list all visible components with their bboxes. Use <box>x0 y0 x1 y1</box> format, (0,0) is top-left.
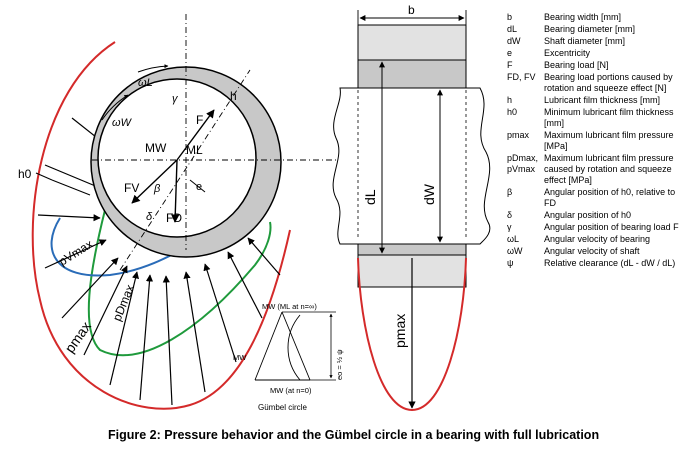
gumbel-label-side: eo = ½ ψ <box>335 349 344 380</box>
longitudinal-section: b dL dW pmax <box>332 3 491 412</box>
label-gamma: γ <box>172 93 179 105</box>
legend-symbol: dL <box>507 24 518 34</box>
legend-description: Angular position of h0, relative to FD <box>544 187 676 208</box>
legend-item: h Lubricant film thickness [mm] <box>507 95 685 106</box>
label-omega-w: ωW <box>112 117 133 129</box>
figure-caption: Figure 2: Pressure behavior and the Gümb… <box>108 428 600 442</box>
label-mw: MW <box>145 141 167 155</box>
axial-pressure-curve <box>357 257 467 412</box>
legend-item: ψ Relative clearance (dL - dW / dL) <box>507 258 685 269</box>
label-f: F <box>196 113 203 127</box>
legend-description: Bearing diameter [mm] <box>544 24 636 34</box>
legend-description: Relative clearance (dL - dW / dL) <box>544 258 676 268</box>
legend-item: ωW Angular velocity of shaft <box>507 246 685 257</box>
label-pvmax: pVmax <box>56 237 95 269</box>
label-fv: FV <box>124 181 139 195</box>
legend-symbol: ψ <box>507 258 514 268</box>
legend-item: b Bearing width [mm] <box>507 12 685 23</box>
legend-symbol: h <box>507 95 513 105</box>
legend-description: Bearing load portions caused by rotation… <box>544 72 673 93</box>
label-beta: β <box>153 183 161 195</box>
legend-description: Lubricant film thickness [mm] <box>544 95 661 105</box>
label-dl: dL <box>362 189 378 205</box>
legend-symbol: FD, FV <box>507 72 536 82</box>
legend-symbol: b <box>507 12 513 22</box>
legend-symbol: h0 <box>507 107 518 117</box>
legend-symbol: pmax <box>507 130 530 140</box>
label-pmax-right: pmax <box>392 314 408 348</box>
legend-item: γ Angular position of bearing load F <box>507 222 685 233</box>
legend-item: δ Angular position of h0 <box>507 210 685 221</box>
gumbel-title: Gümbel circle <box>258 403 307 412</box>
label-dw: dW <box>421 183 437 205</box>
legend-description: Angular position of bearing load F <box>544 222 679 232</box>
legend-item: dW Shaft diameter [mm] <box>507 36 685 47</box>
legend-description: Angular velocity of shaft <box>544 246 640 256</box>
bearing-cross-section: ωL h γ ωW F MW ML h0 FV β e δ FD pVmax p… <box>18 14 345 410</box>
label-h0: h0 <box>18 167 32 181</box>
gumbel-label-top: MW (ML at n=∞) <box>262 302 317 311</box>
label-ml: ML <box>186 143 203 157</box>
gumbel-label-bottom: MW (at n=0) <box>270 386 312 395</box>
label-omega-l: ωL <box>138 77 153 89</box>
legend-description: Angular velocity of bearing <box>544 234 651 244</box>
legend-description: Shaft diameter [mm] <box>544 36 626 46</box>
label-delta: δ <box>146 211 153 223</box>
pmax-pressure-curve <box>31 41 291 410</box>
legend-symbol: ωW <box>507 246 523 256</box>
label-fd: FD <box>166 211 182 225</box>
legend-description: Minimum lubricant film thickness [mm] <box>544 107 674 128</box>
label-e: e <box>196 181 202 193</box>
legend-description: Maximum lubricant film pressure caused b… <box>544 153 674 185</box>
pressure-arrows <box>37 117 281 406</box>
legend-symbol: pDmax, pVmax <box>507 153 539 174</box>
legend-item: F Bearing load [N] <box>507 60 685 71</box>
legend-symbol: γ <box>507 222 512 232</box>
label-pdmax: pDmax <box>110 283 137 323</box>
legend-symbol: δ <box>507 210 513 220</box>
shaft-section <box>332 87 491 245</box>
legend-symbol: F <box>507 60 513 70</box>
legend-description: Maximum lubricant film pressure [MPa] <box>544 130 674 151</box>
pdmax-pressure-curve <box>87 209 272 357</box>
symbol-legend: b Bearing width [mm] dL Bearing diameter [… <box>507 12 685 270</box>
legend-item: FD, FV Bearing load portions caused by ro… <box>507 72 685 94</box>
gumbel-label-left: MW <box>233 353 247 362</box>
legend-symbol: dW <box>507 36 521 46</box>
legend-symbol: e <box>507 48 513 58</box>
gumbel-circle: MW (ML at n=∞) MW MW (at n=0) eo = ½ ψ G… <box>233 302 344 412</box>
label-b: b <box>408 3 415 17</box>
legend-item: h0 Minimum lubricant film thickness [mm] <box>507 107 685 129</box>
legend-item: β Angular position of h0, relative to FD <box>507 187 685 209</box>
legend-description: Bearing width [mm] <box>544 12 622 22</box>
legend-item: ωL Angular velocity of bearing <box>507 234 685 245</box>
legend-item: e Excentricity <box>507 48 685 59</box>
legend-description: Excentricity <box>544 48 591 58</box>
legend-item: pmax Maximum lubricant film pressure [MPa… <box>507 130 685 152</box>
legend-description: Bearing load [N] <box>544 60 609 70</box>
legend-description: Angular position of h0 <box>544 210 632 220</box>
label-h: h <box>230 89 237 103</box>
legend-symbol: β <box>507 187 513 197</box>
legend-item: dL Bearing diameter [mm] <box>507 24 685 35</box>
legend-symbol: ωL <box>507 234 520 244</box>
